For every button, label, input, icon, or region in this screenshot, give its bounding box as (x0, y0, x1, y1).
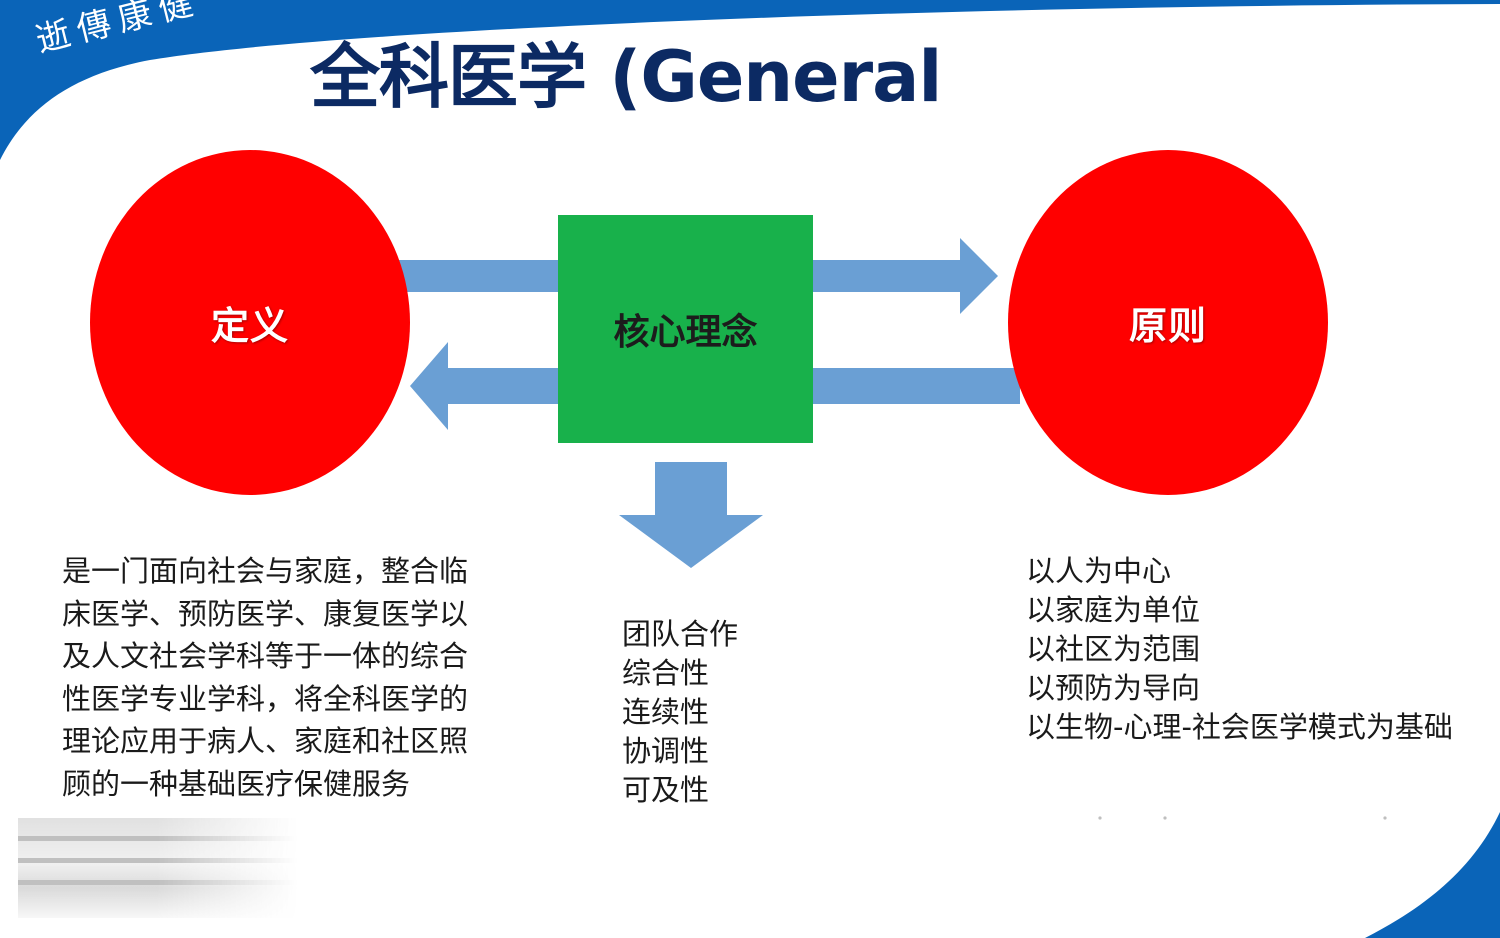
definition-line: 是一门面向社会与家庭，整合临 (62, 554, 469, 588)
definition-line: 顾的一种基础医疗保健服务 (62, 766, 411, 801)
principle-item: 以家庭为单位 (1026, 593, 1201, 627)
definition-line: 性医学专业学科，将全科医学的 (62, 681, 469, 716)
definition-node-label: 定义 (210, 304, 289, 348)
principle-item: 以生物-心理-社会医学模式为基础 (1026, 710, 1453, 744)
core-concept-item: 团队合作 (622, 617, 739, 651)
principle-node-label: 原则 (1128, 304, 1207, 348)
principle-node: 原则 (1008, 150, 1328, 495)
building-photo (18, 818, 298, 918)
definition-line: 理论应用于病人、家庭和社区照 (62, 724, 469, 758)
core-concept-node: 核心理念 (558, 215, 813, 443)
footer-dots (1098, 816, 1387, 820)
header-swoosh (0, 0, 1500, 160)
core-concept-item: 连续性 (622, 695, 710, 729)
principle-item: 以社区为范围 (1026, 632, 1201, 666)
definition-line: 及人文社会学科等于一体的综合 (62, 639, 469, 673)
definition-line: 床医学、预防医学、康复医学以 (62, 596, 469, 631)
definition-text: 是一门面向社会与家庭，整合临 床医学、预防医学、康复医学以 及人文社会学科等于一… (62, 550, 468, 805)
principle-item: 以预防为导向 (1026, 671, 1201, 705)
core-concept-list: 团队合作 综合性 连续性 协调性 可及性 (622, 615, 738, 810)
definition-node: 定义 (90, 150, 410, 495)
footer-swoosh (1365, 812, 1500, 938)
arrow-down-core (619, 462, 763, 568)
core-concept-item: 可及性 (622, 773, 710, 807)
core-concept-item: 协调性 (622, 734, 710, 768)
core-concept-item: 综合性 (622, 656, 710, 690)
principle-item: 以人为中心 (1026, 554, 1172, 588)
page-title: 全科医学 (General (310, 36, 942, 118)
core-concept-node-label: 核心理念 (613, 312, 758, 353)
principle-list: 以人为中心 以家庭为单位 以社区为范围 以预防为导向 以生物-心理-社会医学模式… (1026, 552, 1453, 747)
